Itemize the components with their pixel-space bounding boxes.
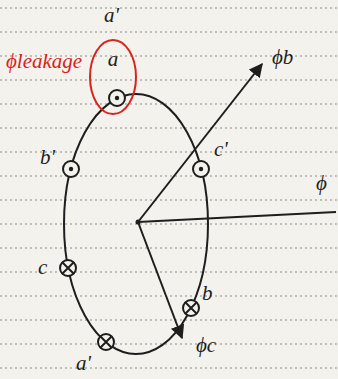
coil-label: c' bbox=[214, 138, 228, 161]
center-dot bbox=[136, 220, 141, 225]
coil-label: a' bbox=[76, 352, 91, 375]
coil-symbols bbox=[60, 90, 209, 350]
flux-label: ϕleakage bbox=[6, 50, 82, 73]
flux-label: ϕc bbox=[196, 334, 216, 357]
coil-label: c bbox=[38, 256, 47, 279]
leakage-ellipse: a bbox=[88, 38, 138, 116]
phasor-arrows bbox=[138, 64, 336, 338]
coil-label: a' bbox=[104, 4, 119, 27]
flux-label: ϕ bbox=[316, 172, 327, 195]
coil-label: b bbox=[202, 282, 213, 305]
flux-label: ϕb bbox=[272, 46, 293, 69]
coil-label: b' bbox=[40, 146, 55, 169]
stator-outline bbox=[64, 94, 208, 354]
ruled-lines bbox=[0, 8, 338, 368]
ellipse-outline bbox=[90, 40, 136, 114]
coil-label: a bbox=[108, 48, 119, 71]
